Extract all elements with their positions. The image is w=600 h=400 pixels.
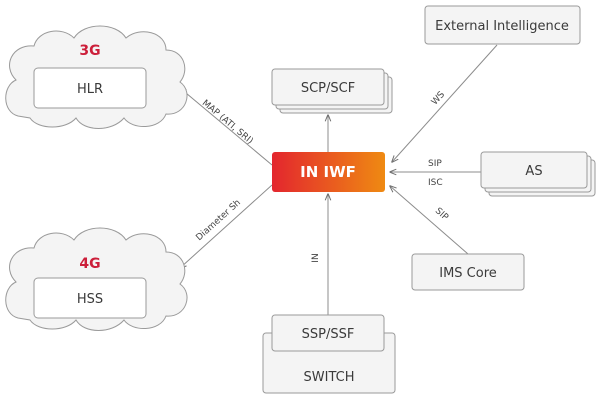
- ssp-ssf-label: SSP/SSF: [302, 327, 355, 342]
- edge-label-isc: ISC: [428, 178, 443, 188]
- cloud-4g: 4G HSS: [5, 227, 188, 331]
- in-iwf-box: [272, 152, 385, 192]
- ims-core-node: IMS Core: [411, 253, 525, 291]
- cloud-4g-label: 4G: [79, 256, 100, 272]
- switch-label: SWITCH: [304, 370, 355, 385]
- edge-label-diameter: Diameter Sh: [194, 198, 243, 243]
- in-iwf-label: IN IWF: [300, 163, 356, 181]
- as-label: AS: [525, 164, 542, 179]
- edge-label-sip-ims: SIP: [433, 206, 450, 223]
- edge-label-in: IN: [311, 253, 321, 262]
- hlr-box: [33, 67, 147, 109]
- edge-diameter: [180, 184, 273, 268]
- as-box: [480, 151, 588, 189]
- hss-box: [33, 277, 147, 319]
- cloud-3g-label: 3G: [79, 43, 100, 59]
- as-node: AS: [480, 151, 596, 197]
- ssp-ssf-box: [271, 314, 385, 352]
- hlr-label: HLR: [77, 82, 103, 97]
- ims-core-box: [411, 253, 525, 291]
- in-iwf-node: IN IWF: [272, 152, 385, 192]
- scp-scf-node: SCP/SCF: [271, 68, 393, 114]
- edge-map: [180, 88, 273, 166]
- edge-label-sip-as: SIP: [428, 159, 442, 169]
- switch-node: SSP/SSF SWITCH: [262, 314, 396, 394]
- scp-scf-label: SCP/SCF: [301, 81, 355, 96]
- external-intelligence-label: External Intelligence: [435, 19, 569, 34]
- external-intelligence-box: [424, 5, 581, 45]
- ims-core-label: IMS Core: [439, 266, 497, 281]
- cloud-3g: 3G HLR: [5, 25, 188, 129]
- external-intelligence-node: External Intelligence: [424, 5, 581, 45]
- hss-label: HSS: [77, 292, 103, 307]
- edge-label-ws: WS: [430, 90, 447, 108]
- edge-sip-ims: [390, 186, 469, 255]
- edge-label-map: MAP (ATI, SRI): [200, 98, 255, 146]
- edge-ws: [392, 44, 498, 162]
- scp-scf-box: [271, 68, 385, 106]
